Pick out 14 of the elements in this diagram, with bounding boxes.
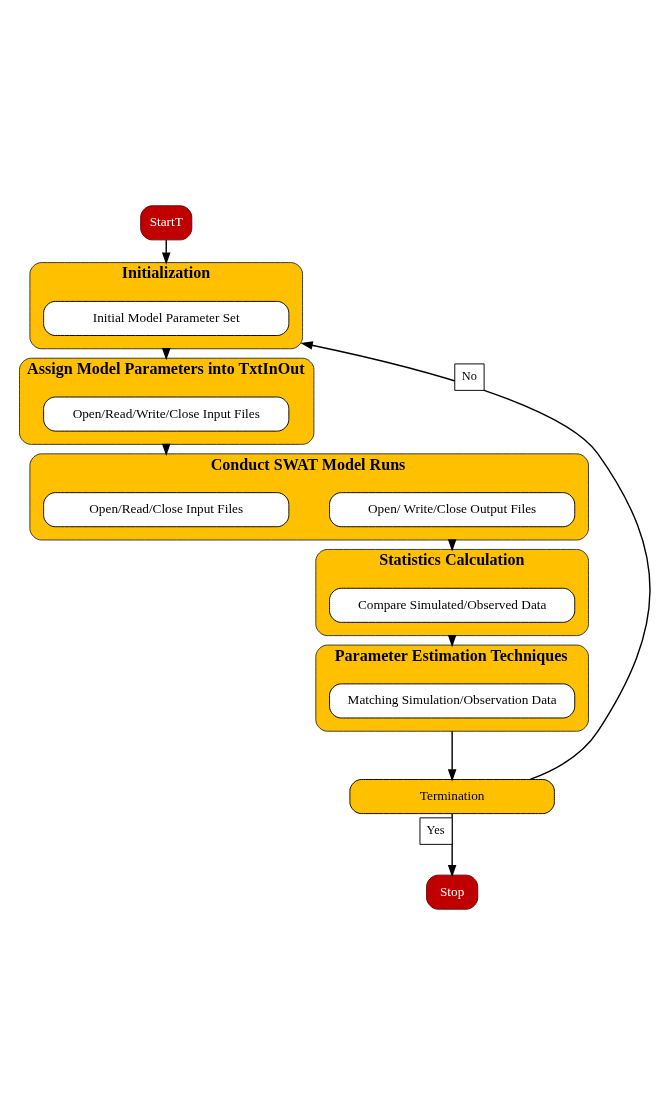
edge-label: No <box>461 368 477 383</box>
node-box: Open/Read/Close Input Files <box>43 491 290 527</box>
edge-label: Yes <box>426 822 445 837</box>
arrow <box>447 812 457 877</box>
node-box: StartT <box>140 204 193 240</box>
node-box: Stop <box>426 874 479 910</box>
node-box: Compare Simulated/Observed Data <box>329 587 576 623</box>
arrow <box>300 340 651 780</box>
node-box: Open/ Write/Close Output Files <box>329 491 576 527</box>
node-box: Termination <box>349 778 555 814</box>
arrow <box>447 730 457 782</box>
node-box: Initial Model Parameter Set <box>43 300 290 336</box>
node-box: Open/Read/Write/Close Input Files <box>43 396 290 432</box>
node-box: Matching Simulation/Observation Data <box>329 682 576 718</box>
